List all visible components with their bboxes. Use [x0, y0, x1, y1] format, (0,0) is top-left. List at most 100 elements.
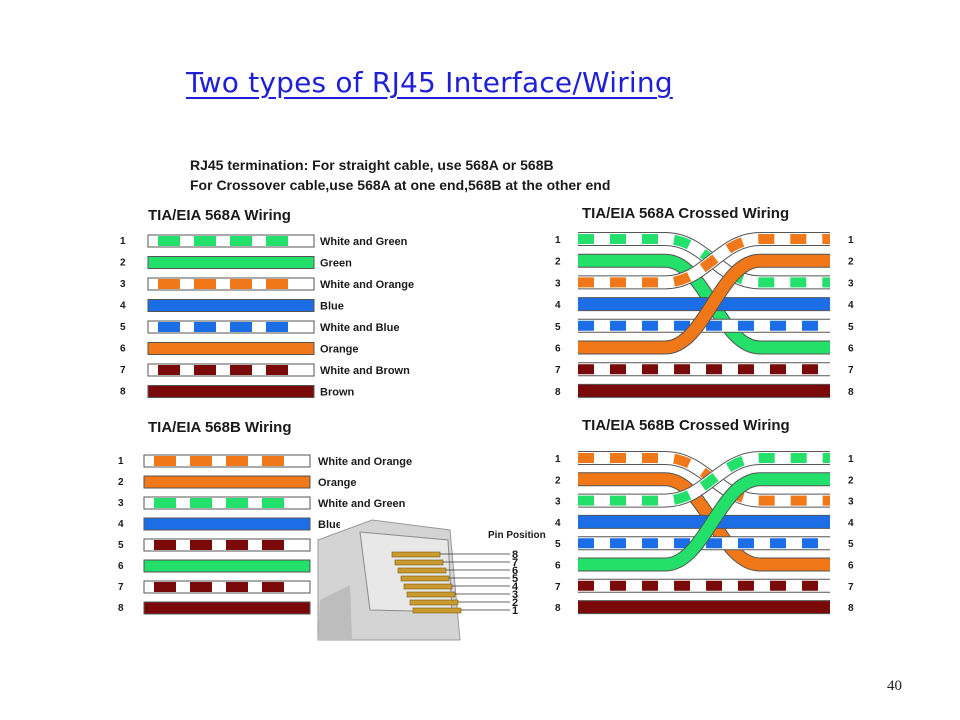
a-wire-label-4: Blue: [320, 301, 344, 313]
b-crossed-left-pin-6: 6: [555, 561, 561, 572]
b-wire-3: [143, 496, 311, 510]
b-crossed-left-pin-8: 8: [555, 603, 561, 614]
a-crossed-right-pin-2: 2: [848, 257, 854, 268]
b-pin-7: 7: [118, 582, 124, 593]
b-crossed-left-pin-3: 3: [555, 497, 561, 508]
a-crossed-wire-6: [578, 253, 830, 355]
b-pin-1: 1: [118, 456, 124, 467]
a-wire-label-2: Green: [320, 258, 352, 270]
heading-568b: TIA/EIA 568B Wiring: [148, 419, 292, 436]
pin-position-1: 1: [512, 605, 518, 617]
b-crossed-left-pin-4: 4: [555, 518, 561, 529]
b-crossed-left-pin-2: 2: [555, 475, 561, 486]
a-crossed-left-pin-8: 8: [555, 387, 561, 398]
a-crossed-right-pin-3: 3: [848, 278, 854, 289]
b-crossed-wire-3: [578, 451, 830, 508]
b-wire-4: [143, 517, 311, 531]
a-wire-label-5: White and Blue: [320, 322, 399, 334]
a-wire-label-3: White and Orange: [320, 279, 414, 291]
heading-568a: TIA/EIA 568A Wiring: [148, 207, 291, 224]
pin-position-label: Pin Position: [488, 530, 546, 541]
a-wire-1: [147, 234, 315, 248]
pin-position-5: 5: [512, 573, 518, 585]
a-crossed-left-pin-5: 5: [555, 322, 561, 333]
a-wire-7: [147, 363, 315, 377]
b-pin-4: 4: [118, 519, 124, 530]
heading-568b-crossed: TIA/EIA 568B Crossed Wiring: [582, 417, 790, 434]
connector-pin-7: [394, 559, 444, 566]
a-crossed-right-pin-7: 7: [848, 365, 854, 376]
a-crossed-right-pin-5: 5: [848, 322, 854, 333]
pin-position-3: 3: [512, 589, 518, 601]
a-pin-8: 8: [120, 387, 126, 398]
b-wire-8: [143, 601, 311, 615]
connector-pin-2: [409, 599, 459, 606]
b-wire-1: [143, 454, 311, 468]
a-wire-3: [147, 277, 315, 291]
connector-pin-3: [406, 591, 456, 598]
a-wire-5: [147, 320, 315, 334]
b-crossed-right-pin-2: 2: [848, 475, 854, 486]
a-wire-label-1: White and Green: [320, 236, 408, 248]
connector-pin-5: [400, 575, 450, 582]
b-wire-label-3: White and Green: [318, 498, 406, 510]
b-crossed-right-pin-5: 5: [848, 539, 854, 550]
b-crossed-right-pin-3: 3: [848, 497, 854, 508]
b-pin-6: 6: [118, 561, 124, 572]
a-crossed-left-pin-3: 3: [555, 278, 561, 289]
a-pin-6: 6: [120, 344, 126, 355]
a-pin-4: 4: [120, 301, 126, 312]
a-crossed-left-pin-6: 6: [555, 344, 561, 355]
a-crossed-left-pin-7: 7: [555, 365, 561, 376]
b-wire-6: [143, 559, 311, 573]
b-crossed-left-pin-1: 1: [555, 454, 561, 465]
b-crossed-right-pin-1: 1: [848, 454, 854, 465]
b-wire-7: [143, 580, 311, 594]
intro-line-1: RJ45 termination: For straight cable, us…: [190, 157, 554, 173]
connector-pin-4: [403, 583, 453, 590]
pin-position-7: 7: [512, 557, 518, 569]
pin-position-4: 4: [512, 581, 519, 593]
pin-position-2: 2: [512, 597, 518, 609]
connector-pin-8: [391, 551, 441, 558]
slide-title: Two types of RJ45 Interface/Wiring: [186, 66, 673, 99]
b-pin-5: 5: [118, 540, 124, 551]
heading-568a-crossed: TIA/EIA 568A Crossed Wiring: [582, 205, 789, 222]
a-wire-8: [147, 385, 315, 398]
b-crossed-right-pin-4: 4: [848, 518, 854, 529]
page-number: 40: [887, 678, 902, 694]
a-pin-2: 2: [120, 258, 126, 269]
b-wire-5: [143, 538, 311, 552]
pin-position-6: 6: [512, 565, 518, 577]
a-crossed-right-pin-1: 1: [848, 235, 854, 246]
a-wire-4: [147, 299, 315, 312]
b-wire-2: [143, 475, 311, 489]
b-crossed-left-pin-7: 7: [555, 582, 561, 593]
a-pin-5: 5: [120, 322, 126, 333]
b-wire-label-2: Orange: [318, 477, 357, 489]
a-wire-2: [147, 256, 315, 269]
a-crossed-right-pin-6: 6: [848, 344, 854, 355]
b-wire-label-4: Blue: [318, 519, 342, 531]
a-wire-label-7: White and Brown: [320, 365, 410, 377]
pin-position-8: 8: [512, 549, 518, 561]
intro-line-2: For Crossover cable,use 568A at one end,…: [190, 177, 610, 193]
a-wire-6: [147, 342, 315, 355]
connector-pin-6: [397, 567, 447, 574]
b-crossed-right-pin-8: 8: [848, 603, 854, 614]
a-crossed-right-pin-8: 8: [848, 387, 854, 398]
wiring-568a: 1 White and Green 2 Green 3 White and Orange 4…: [120, 234, 414, 399]
b-crossed-right-pin-6: 6: [848, 561, 854, 572]
a-pin-7: 7: [120, 365, 126, 376]
b-crossed-left-pin-5: 5: [555, 539, 561, 550]
a-pin-3: 3: [120, 279, 126, 290]
a-pin-1: 1: [120, 236, 126, 247]
connector-pin-1: [412, 607, 462, 614]
b-pin-2: 2: [118, 477, 124, 488]
a-crossed-left-pin-1: 1: [555, 235, 561, 246]
a-crossed-wire-3: [578, 232, 830, 290]
